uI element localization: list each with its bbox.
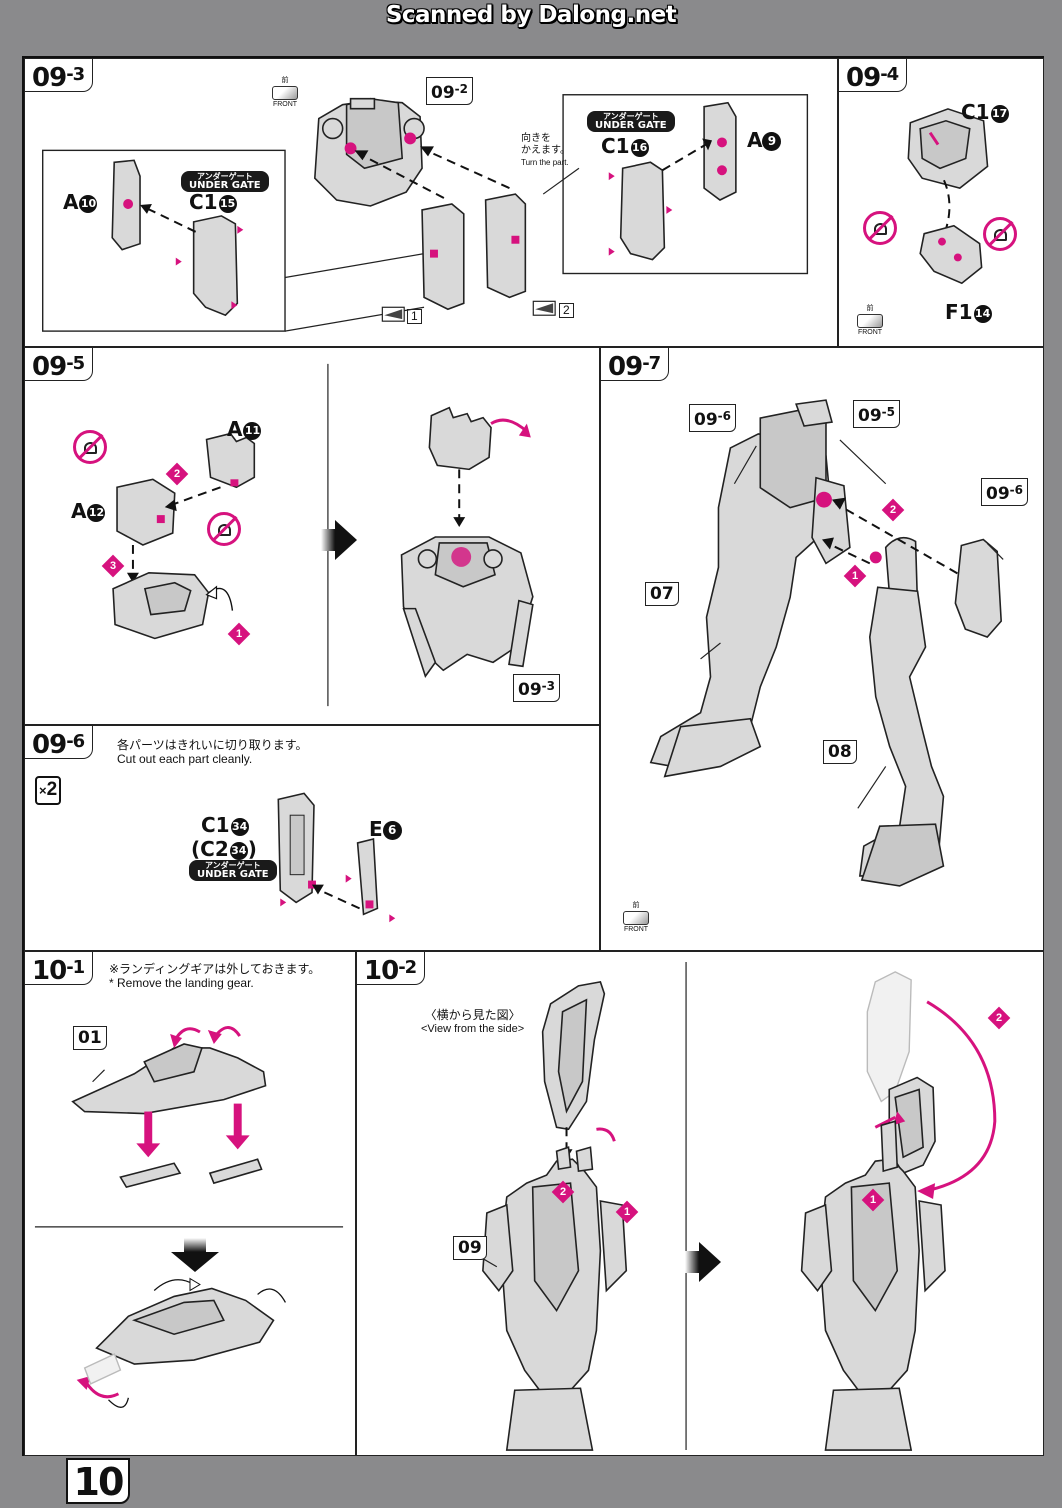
step-09-5-panel: 09-5	[24, 347, 600, 725]
ref-09-6-right: 09-6	[981, 478, 1029, 506]
manual-page: 09-3	[22, 56, 1044, 1456]
step-09-5-tag: 09-5	[25, 348, 94, 382]
step-10-1-panel: 10-1 ※ランディングギアは外しておきます。* Remove the land…	[24, 951, 356, 1456]
marker-2: 2	[559, 303, 574, 318]
step-badge: 1	[615, 1200, 639, 1224]
ref-09-2: 09-2	[426, 77, 474, 105]
landing-gear-note: ※ランディングギアは外しておきます。* Remove the landing g…	[109, 962, 321, 990]
step-badge: 1	[227, 622, 251, 646]
step-10-2-tag: 10-2	[357, 952, 426, 986]
step-badge: 2	[551, 1180, 575, 1204]
step-10-2-panel: 10-2 〈横から見た図〉<View from the side>	[356, 951, 1044, 1456]
no-cut-icon	[207, 512, 241, 546]
page-number: 10	[66, 1458, 130, 1504]
step-09-6-illustration	[277, 792, 396, 923]
step-09-3-panel: 09-3	[24, 58, 838, 347]
step-badge: 2	[987, 1006, 1011, 1030]
ref-09-3: 09-3	[513, 674, 561, 702]
next-arrow	[685, 1242, 721, 1282]
ref-08: 08	[823, 740, 857, 764]
step-09-3-tag: 09-3	[25, 59, 94, 93]
step-badge: 2	[165, 462, 189, 486]
turn-note: 向きをかえます。Turn the part.	[521, 133, 570, 167]
step-09-4-illustration	[907, 108, 989, 285]
step-09-7-illustration	[649, 399, 1004, 887]
step-10-2-illustration	[472, 961, 997, 1451]
marker-1: 1	[407, 309, 422, 324]
no-cut-icon	[73, 430, 107, 464]
step-badge: 2	[881, 498, 905, 522]
quantity-x2: ×2	[35, 776, 62, 805]
cut-note: 各パーツはきれいに切り取ります。Cut out each part cleanl…	[117, 738, 308, 766]
step-10-1-tag: 10-1	[25, 952, 94, 986]
side-view-caption: 〈横から見た図〉<View from the side>	[421, 1008, 525, 1035]
step-09-6-tag: 09-6	[25, 726, 94, 760]
step-10-1-illustration	[34, 1026, 344, 1408]
watermark: Scanned by Dalong.net	[385, 2, 677, 28]
step-09-4-tag: 09-4	[839, 59, 908, 93]
ref-07: 07	[645, 582, 679, 606]
ref-09-5: 09-5	[853, 400, 901, 428]
no-cut-icon	[863, 211, 897, 245]
step-badge: 1	[843, 564, 867, 588]
step-09-7-tag: 09-7	[601, 348, 670, 382]
step-09-7-panel: 09-7	[600, 347, 1044, 951]
step-09-3-illustration	[42, 94, 809, 332]
next-arrow-down	[171, 1238, 219, 1272]
step-badge: 3	[101, 554, 125, 578]
ref-09: 09	[453, 1236, 487, 1260]
ref-01: 01	[73, 1026, 107, 1050]
ref-09-6-left: 09-6	[689, 404, 737, 432]
next-arrow	[321, 520, 357, 560]
step-09-6-panel: 09-6 各パーツはきれいに切り取ります。Cut out each part c…	[24, 725, 600, 951]
step-badge: 1	[861, 1188, 885, 1212]
step-09-5-illustration	[112, 363, 534, 707]
no-cut-icon	[983, 217, 1017, 251]
